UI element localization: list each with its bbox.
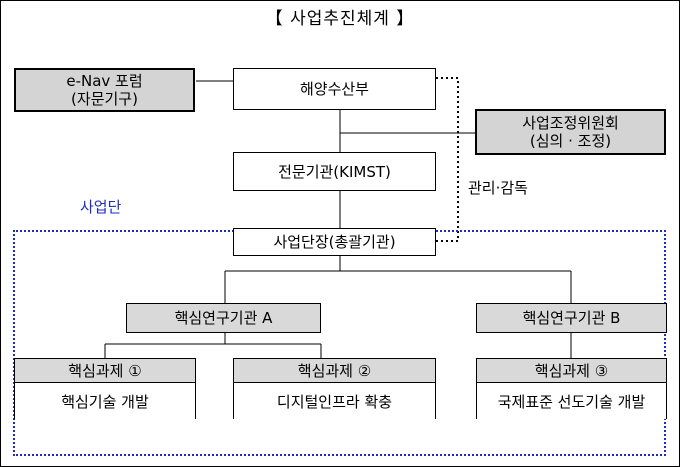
task-1: 핵심과제 ① 핵심기술 개발 <box>14 358 196 419</box>
ministry-box: 해양수산부 <box>233 68 436 110</box>
forum-name: e-Nav 포럼 <box>66 72 143 90</box>
ministry-name: 해양수산부 <box>299 80 369 98</box>
supervise-label: 관리·감독 <box>468 179 528 197</box>
forum-role: (자문기구) <box>71 90 138 108</box>
task-3: 핵심과제 ③ 국제표준 선도기술 개발 <box>476 358 667 419</box>
forum-box: e-Nav 포럼 (자문기구) <box>14 68 195 112</box>
institute-b-name: 핵심연구기관 B <box>522 309 621 327</box>
institute-a-name: 핵심연구기관 A <box>174 309 273 327</box>
team-label: 사업단 <box>80 198 122 216</box>
task-3-header: 핵심과제 ③ <box>477 359 666 383</box>
task-2: 핵심과제 ② 디지털인프라 확충 <box>233 358 436 419</box>
team-boundary <box>13 230 666 456</box>
director-box: 사업단장(총괄기관) <box>233 228 436 256</box>
director-name: 사업단장(총괄기관) <box>273 233 396 251</box>
institute-b-box: 핵심연구기관 B <box>476 303 667 333</box>
committee-box: 사업조정위원회 (심의 · 조정) <box>475 109 666 155</box>
task-1-body: 핵심기술 개발 <box>15 383 195 419</box>
page-title: 【 사업추진체계 】 <box>265 9 415 29</box>
agency-name: 전문기관(KIMST) <box>278 162 391 181</box>
task-3-body: 국제표준 선도기술 개발 <box>477 383 666 419</box>
committee-role: (심의 · 조정) <box>529 132 612 150</box>
task-2-body: 디지털인프라 확충 <box>234 383 435 419</box>
institute-a-box: 핵심연구기관 A <box>126 303 321 333</box>
task-2-header: 핵심과제 ② <box>234 359 435 383</box>
task-1-header: 핵심과제 ① <box>15 359 195 383</box>
agency-box: 전문기관(KIMST) <box>233 152 436 191</box>
committee-name: 사업조정위원회 <box>522 114 619 132</box>
